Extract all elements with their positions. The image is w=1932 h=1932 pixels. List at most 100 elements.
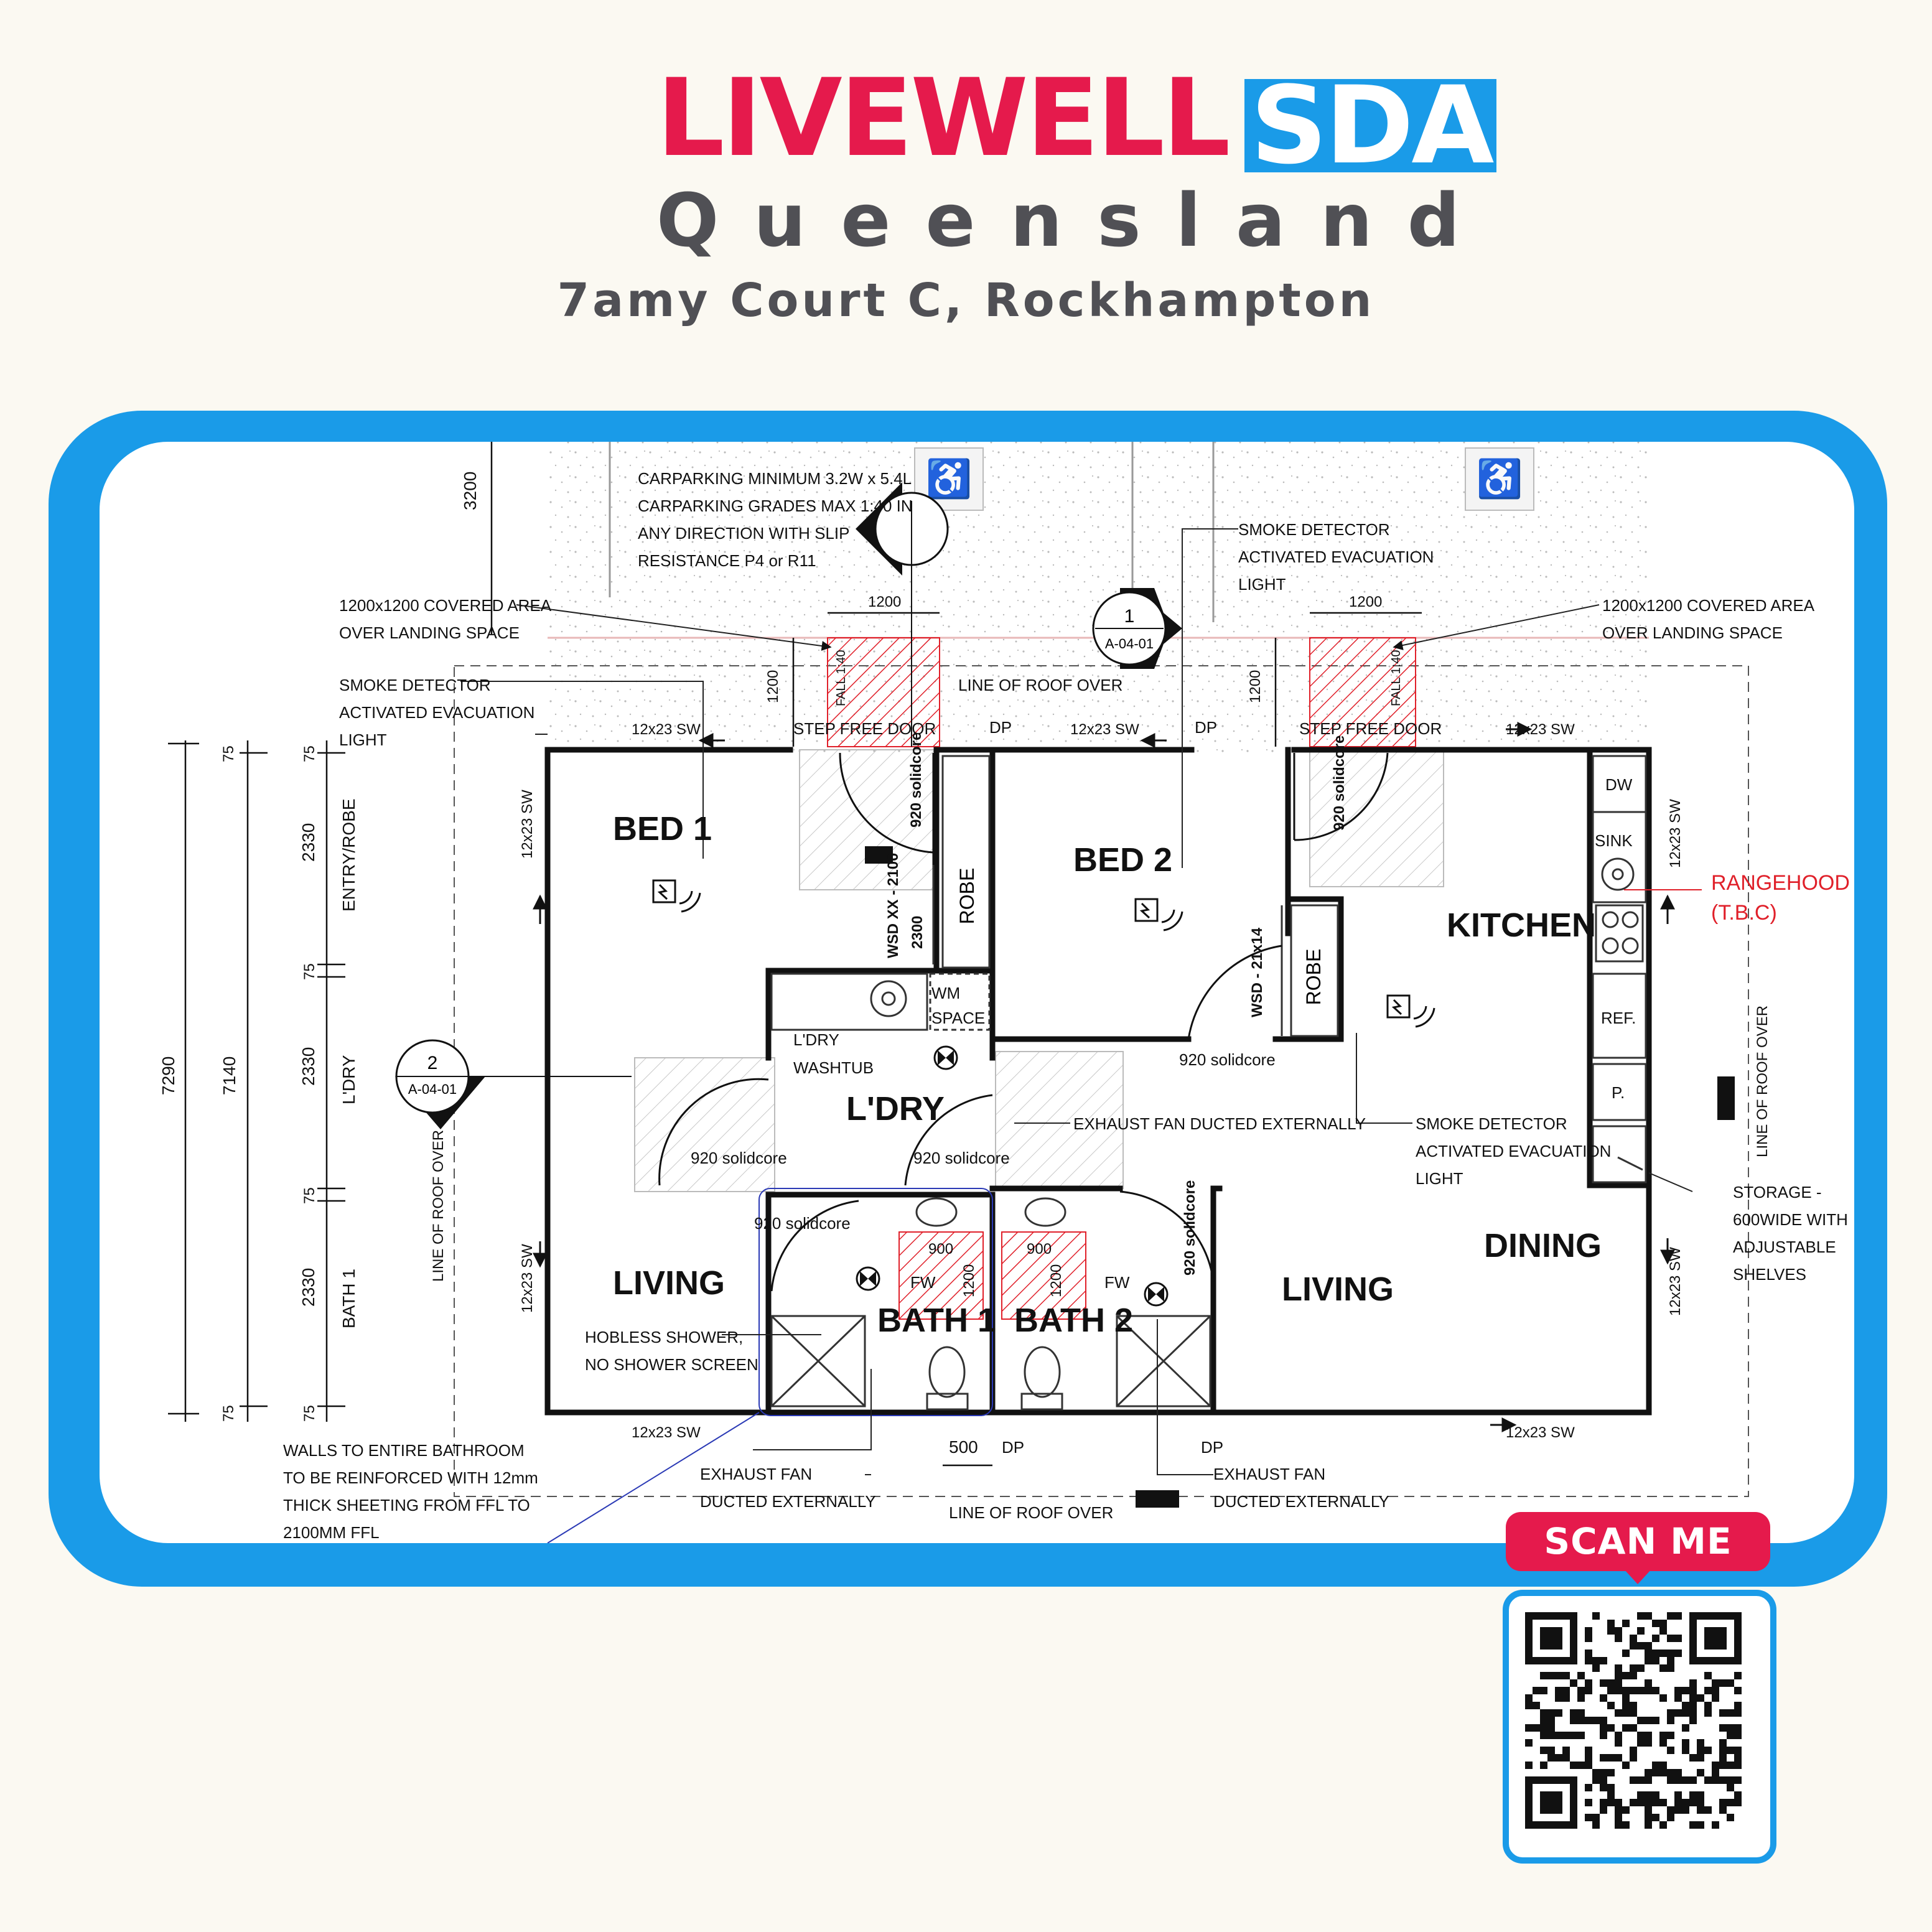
room-label-living-right: LIVING bbox=[1282, 1271, 1394, 1308]
note-carpark-2: CARPARKING GRADES MAX 1:40 IN bbox=[638, 497, 913, 515]
zone-bath1: BATH 1 bbox=[339, 1269, 358, 1328]
section-2-number: 2 bbox=[427, 1053, 438, 1073]
floor-plan-panel: ♿ ♿ bbox=[100, 442, 1854, 1543]
wm-space-label-2: SPACE bbox=[931, 1009, 985, 1027]
dim-500: 500 bbox=[949, 1437, 978, 1457]
note-storage-2: 600WIDE WITH bbox=[1733, 1210, 1848, 1229]
section-marker-1: 1 A-04-01 bbox=[1092, 588, 1182, 669]
note-storage-1: STORAGE - bbox=[1733, 1183, 1822, 1202]
room-label-dining: DINING bbox=[1484, 1227, 1602, 1264]
dim-75-b: 75 bbox=[220, 1405, 237, 1422]
note-covered-right-1: 1200x1200 COVERED AREA bbox=[1602, 596, 1815, 615]
dim-75-d: 75 bbox=[301, 963, 318, 980]
section-marker-top bbox=[856, 482, 949, 747]
shower-area-2 bbox=[1001, 1231, 1086, 1320]
note-rangehood-1: RANGEHOOD bbox=[1711, 871, 1850, 895]
dim-900-bath1: 900 bbox=[928, 1241, 953, 1258]
room-label-ldry: L'DRY bbox=[846, 1090, 945, 1127]
section-2-ref: A-04-01 bbox=[408, 1081, 457, 1097]
sw-label-4: 12x23 SW bbox=[632, 1424, 701, 1441]
dim-1200-bath2: 1200 bbox=[1048, 1264, 1065, 1297]
dim-7140: 7140 bbox=[220, 1057, 239, 1095]
dim-75-a: 75 bbox=[220, 745, 237, 762]
sw-label-7: 12x23 SW bbox=[519, 1244, 536, 1313]
carpark-area: ♿ ♿ bbox=[548, 442, 1649, 753]
room-label-bath1: BATH 1 bbox=[877, 1302, 996, 1339]
note-exhaust-laundry: EXHAUST FAN DUCTED EXTERNALLY bbox=[1073, 1114, 1366, 1133]
brand-name-primary: LIVEWELL bbox=[656, 55, 1231, 180]
section-1-number: 1 bbox=[1124, 606, 1135, 627]
dim-900-bath2: 900 bbox=[1027, 1241, 1052, 1258]
note-covered-left-1: 1200x1200 COVERED AREA bbox=[339, 596, 552, 615]
laundry-fixtures bbox=[770, 973, 991, 1031]
dim-1200-vert-left: 1200 bbox=[765, 670, 782, 703]
dim-75-f: 75 bbox=[301, 1405, 318, 1422]
door-label-bath2: 920 solidcore bbox=[1182, 1180, 1198, 1276]
dp-label-2: DP bbox=[1195, 718, 1217, 737]
wsd-label-1b: 2300 bbox=[909, 916, 926, 949]
door-label-ldry-left: 920 solidcore bbox=[691, 1149, 787, 1167]
brand-region: Queensland bbox=[656, 177, 1495, 263]
landing-area-right bbox=[1309, 637, 1416, 747]
note-ldry-washtub-2: WASHTUB bbox=[793, 1058, 874, 1077]
note-carpark-3: ANY DIRECTION WITH SLIP bbox=[638, 524, 849, 543]
note-smoke-top-3: LIGHT bbox=[1238, 575, 1286, 594]
wheelchair-icon: ♿ bbox=[1477, 457, 1523, 500]
qr-code-image bbox=[1525, 1612, 1742, 1829]
door-label-entry: 920 solidcore bbox=[1331, 735, 1348, 831]
note-ldry-washtub-1: L'DRY bbox=[793, 1030, 839, 1049]
fall-label-left: FALL 1:40 bbox=[834, 650, 848, 706]
qr-code[interactable] bbox=[1503, 1590, 1776, 1864]
kitchen-fixtures bbox=[1592, 755, 1647, 1183]
note-walls-4: 2100MM FFL bbox=[283, 1523, 380, 1542]
bathroom-fixtures bbox=[770, 1197, 1211, 1411]
fall-label-right: FALL 1:40 bbox=[1389, 650, 1403, 706]
dim-7290: 7290 bbox=[159, 1057, 178, 1095]
note-hobless-1: HOBLESS SHOWER, bbox=[585, 1328, 743, 1346]
note-step-free-right: STEP FREE DOOR bbox=[1299, 719, 1442, 738]
room-label-kitchen: KITCHEN bbox=[1447, 907, 1596, 944]
scan-me-button[interactable]: SCAN ME bbox=[1506, 1512, 1770, 1571]
note-walls-3: THICK SHEETING FROM FFL TO bbox=[283, 1496, 530, 1514]
note-exhaust-bath2-2: DUCTED EXTERNALLY bbox=[1213, 1492, 1389, 1511]
dp-label-1: DP bbox=[989, 718, 1012, 737]
smoke-detector-icon bbox=[652, 879, 1435, 1028]
dim-1200-left: 1200 bbox=[868, 594, 901, 610]
dim-3200: 3200 bbox=[460, 472, 480, 510]
door-label-ldry-right: 920 solidcore bbox=[913, 1149, 1010, 1167]
sw-label-2: 12x23 SW bbox=[1070, 721, 1139, 738]
door-swings bbox=[658, 752, 1389, 1292]
note-smoke-left-3: LIGHT bbox=[339, 730, 387, 749]
pantry-label: P. bbox=[1612, 1083, 1625, 1102]
note-covered-right-2: OVER LANDING SPACE bbox=[1602, 623, 1783, 642]
exhaust-fan-icon bbox=[856, 1045, 1169, 1307]
wsd-label-2: WSD - 21x14 bbox=[1249, 927, 1266, 1017]
zone-ldry: L'DRY bbox=[339, 1055, 358, 1104]
room-label-robe1: ROBE bbox=[956, 868, 978, 925]
note-exhaust-bath1-1: EXHAUST FAN bbox=[700, 1465, 812, 1483]
note-walls-1: WALLS TO ENTIRE BATHROOM bbox=[283, 1441, 525, 1460]
wsd-label-1: WSD XX - 2100 bbox=[885, 853, 902, 958]
dishwasher-label: DW bbox=[1605, 775, 1633, 794]
note-covered-left-2: OVER LANDING SPACE bbox=[339, 623, 520, 642]
room-label-bed2: BED 2 bbox=[1073, 841, 1172, 879]
section-marker-2: 2 A-04-01 bbox=[395, 1039, 632, 1129]
sink-label: SINK bbox=[1595, 831, 1633, 850]
note-smoke-kitchen-2: ACTIVATED EVACUATION bbox=[1416, 1142, 1611, 1160]
note-exhaust-bath1-2: DUCTED EXTERNALLY bbox=[700, 1492, 876, 1511]
dp-label-3: DP bbox=[1002, 1438, 1024, 1457]
room-label-living-left: LIVING bbox=[613, 1264, 725, 1302]
dim-2330-c: 2330 bbox=[299, 1268, 318, 1307]
qr-section: SCAN ME bbox=[1496, 1512, 1783, 1864]
dim-75-c: 75 bbox=[301, 745, 318, 762]
floor-waste-label-2: FW bbox=[1104, 1273, 1130, 1292]
sw-label-6: 12x23 SW bbox=[519, 790, 536, 859]
note-rangehood-2: (T.B.C) bbox=[1711, 901, 1777, 925]
zone-entry-robe: ENTRY/ROBE bbox=[339, 798, 358, 912]
dim-1200-bath1: 1200 bbox=[961, 1264, 978, 1297]
sw-label-9: 12x23 SW bbox=[1667, 1247, 1684, 1316]
note-step-free-left: STEP FREE DOOR bbox=[793, 719, 936, 738]
landing-area-left bbox=[827, 637, 940, 747]
